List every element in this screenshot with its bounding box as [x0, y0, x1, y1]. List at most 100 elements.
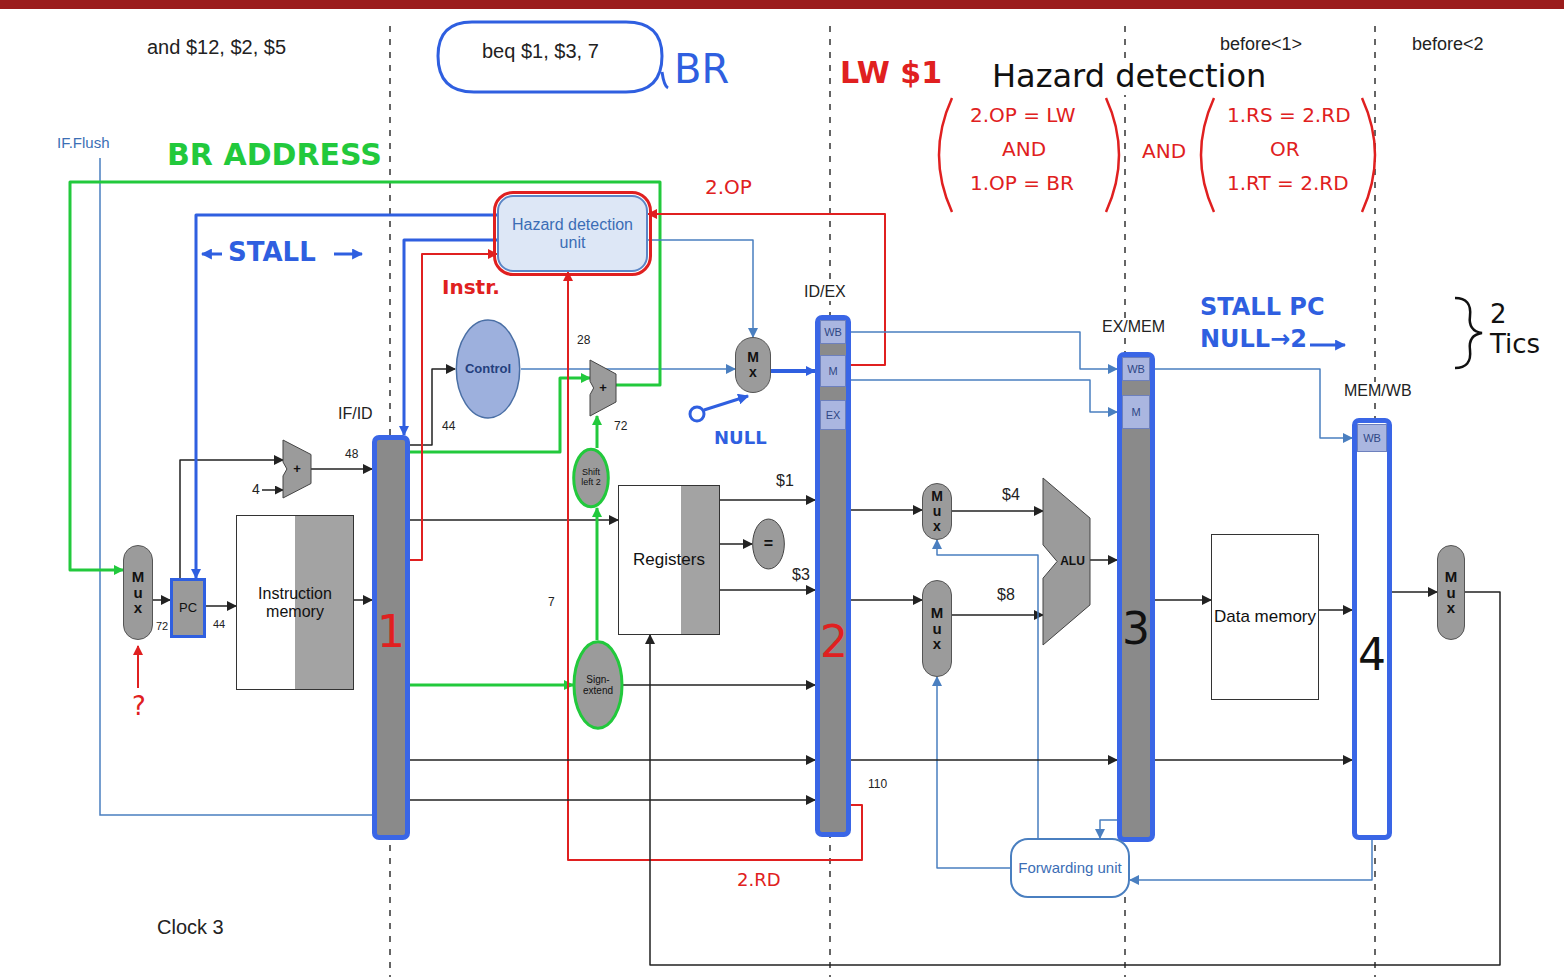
data-memory: Data memory [1211, 534, 1319, 700]
ell-shape [456, 320, 519, 418]
flush-wire [100, 158, 372, 815]
connector [568, 272, 862, 860]
constant-input [262, 489, 283, 491]
trap-shape [590, 360, 616, 416]
comparator: = [752, 518, 785, 570]
node-label: Sign-extend [576, 674, 620, 696]
node-label: M [828, 365, 837, 377]
brace [1455, 298, 1482, 368]
connector [720, 543, 752, 545]
connector [1130, 840, 1372, 880]
annotation: NULL→2 [1198, 326, 1309, 354]
hazard-detection-unit: Hazard detection unit [497, 195, 648, 272]
instruction-memory: Instruction memory [236, 515, 354, 690]
trap-shape [283, 440, 311, 498]
alu: ALU [1043, 478, 1090, 645]
annotation: 2.RD [735, 870, 783, 891]
diagram-label: IF.Flush [55, 134, 112, 151]
node-label: Hazard detection unit [499, 216, 646, 251]
connector [70, 182, 660, 570]
annotation: 2 Tics [1488, 300, 1558, 360]
shift-left-unit: Shift left 2 [573, 448, 609, 508]
multiplexer: M x [735, 337, 771, 393]
diagram-label: before<1> [1218, 34, 1304, 55]
select-arrow [137, 646, 139, 688]
annotation: AND [1140, 140, 1188, 163]
highlight-tail [662, 72, 668, 88]
node-label: EX [826, 409, 841, 421]
adder: + [283, 440, 311, 498]
connector [311, 468, 372, 470]
ell-shape [574, 449, 609, 507]
callout-number: 3 [1122, 607, 1150, 651]
connector [206, 605, 236, 607]
connector [596, 508, 599, 640]
connector [952, 510, 1043, 512]
diagram-label: 48 [343, 448, 360, 462]
node-label: ALU [1048, 555, 1085, 568]
control-field: WB [820, 320, 846, 344]
connector [521, 368, 735, 370]
control-field: M [820, 355, 846, 387]
connector [851, 759, 1117, 761]
annotation: Hazard detection [990, 58, 1268, 95]
connector [937, 677, 1010, 868]
title-bar [0, 0, 1564, 9]
control-field: EX [820, 400, 846, 430]
connector [410, 519, 618, 521]
ell-shape [574, 642, 622, 728]
callout-number: 1 [377, 610, 405, 654]
diagram-label: 72 [154, 620, 170, 633]
node-label: M x [746, 350, 760, 379]
node-label: WB [1127, 363, 1145, 375]
annotation: STALL PC [1198, 294, 1327, 322]
condition-bracket [939, 98, 1375, 212]
annotation: 1.RS = 2.RD [1225, 104, 1353, 127]
connector [720, 589, 815, 591]
annotation: 1.OP = BR [968, 172, 1076, 195]
connector [596, 416, 599, 448]
node-label: M u x [930, 489, 944, 533]
multiplexer: M u x [1437, 545, 1465, 640]
diagram-label: 4 [250, 481, 262, 497]
diagram-label: $4 [1000, 486, 1022, 504]
connector [851, 599, 922, 601]
annotation: NULL [712, 428, 769, 449]
diagram-label: 110 [866, 778, 889, 792]
register-name: IF/ID [336, 405, 375, 423]
node-label: WB [1363, 432, 1381, 444]
node-label: WB [824, 326, 842, 338]
node-label: Forwarding unit [1018, 860, 1121, 877]
null-arrow [704, 396, 748, 410]
diagram-label: $3 [790, 566, 812, 584]
node-label: Registers [633, 551, 705, 570]
null-arrow [1310, 344, 1345, 347]
diagram-label: 72 [612, 420, 629, 434]
node-label: M u x [131, 569, 146, 616]
highlight-loop [438, 22, 662, 92]
annotation: ? [130, 692, 148, 722]
node-label: M u x [1444, 569, 1459, 616]
connector [1392, 591, 1437, 593]
connector [1155, 369, 1352, 438]
adder: + [590, 360, 616, 416]
register-name: EX/MEM [1100, 318, 1167, 336]
annotation: 2.OP [703, 176, 754, 199]
node-label: Instruction memory [237, 585, 353, 620]
node-label: Shift left 2 [576, 468, 606, 488]
node-label: = [764, 535, 773, 553]
connector [952, 614, 1043, 616]
ell-shape [753, 519, 785, 569]
annotation: AND [1000, 138, 1048, 161]
diagram-label: beq $1, $3, 7 [480, 40, 601, 63]
node-label: + [293, 462, 301, 476]
diagram-label: 44 [440, 420, 457, 434]
diagram-label: 44 [211, 618, 227, 631]
connector [410, 759, 815, 761]
connector [1155, 759, 1352, 761]
annotation: STALL [226, 238, 318, 268]
control-field: M [1122, 395, 1150, 429]
node-label: Control [465, 362, 511, 376]
connector [354, 599, 372, 601]
alu-shape [1043, 478, 1090, 645]
